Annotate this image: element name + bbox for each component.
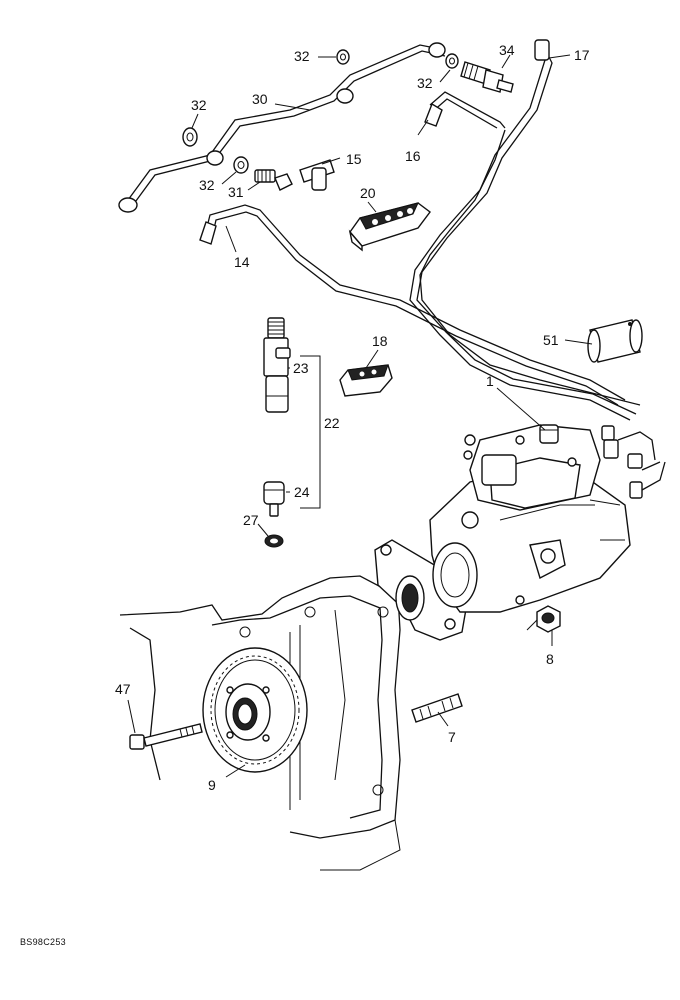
callout-27: 27 (243, 512, 259, 528)
callout-32-lower: 32 (199, 177, 215, 193)
callout-18: 18 (372, 333, 388, 349)
nozzle-holder-24 (263, 481, 285, 517)
engine-timing-housing (119, 575, 401, 871)
stud-7 (411, 693, 463, 723)
bracket-22 (300, 355, 321, 509)
fitting-15 (299, 159, 335, 191)
washer-27 (264, 534, 284, 548)
callout-23: 23 (293, 360, 309, 376)
leader-lines (127, 54, 593, 778)
drawing-reference-code: BS98C253 (20, 937, 66, 947)
callout-51: 51 (543, 332, 559, 348)
callout-47: 47 (115, 681, 131, 697)
clamp-20 (348, 202, 431, 252)
bolt-47 (129, 723, 203, 750)
callout-8: 8 (546, 651, 554, 667)
clamp-18 (339, 364, 393, 397)
callout-20: 20 (360, 185, 376, 201)
callout-17: 17 (574, 47, 590, 63)
callout-14: 14 (234, 254, 250, 270)
injection-pipe-17 (409, 39, 637, 421)
callout-22: 22 (324, 415, 340, 431)
callout-1: 1 (486, 373, 494, 389)
callout-16: 16 (405, 148, 421, 164)
injection-pipe-30 (118, 42, 446, 213)
washer-32-right (445, 53, 459, 69)
callout-32-left: 32 (191, 97, 207, 113)
sleeve-51 (587, 319, 643, 363)
callout-30: 30 (252, 91, 268, 107)
banjo-bolt-31 (254, 169, 293, 191)
callout-31: 31 (228, 184, 244, 200)
injection-pump-1 (374, 424, 666, 641)
callout-24: 24 (294, 484, 310, 500)
injection-pipe-16 (419, 91, 641, 406)
pump-drive-gear-9 (202, 647, 308, 773)
injection-pipe-14 (199, 204, 626, 406)
callout-15: 15 (346, 151, 362, 167)
callout-7: 7 (448, 729, 456, 745)
nut-8 (536, 605, 561, 633)
union-34 (460, 61, 514, 93)
washer-32-left (182, 127, 198, 147)
callout-9: 9 (208, 777, 216, 793)
washer-32-top (336, 49, 350, 65)
callout-34: 34 (499, 42, 515, 58)
injector-23 (263, 317, 291, 413)
callout-32-right: 32 (417, 75, 433, 91)
washer-32-lower (233, 156, 249, 174)
callout-32-top: 32 (294, 48, 310, 64)
